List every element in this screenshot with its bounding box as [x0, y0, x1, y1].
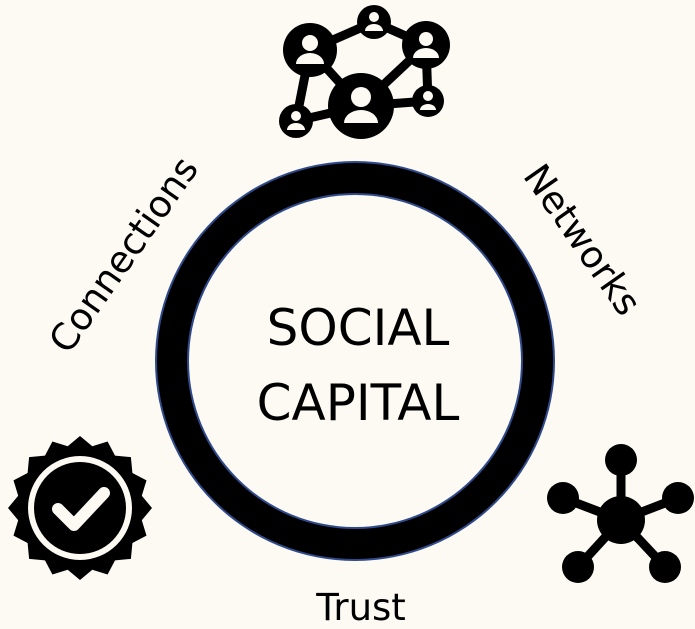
- people-network-icon: [279, 5, 450, 139]
- center-title-line2: CAPITAL: [257, 374, 460, 432]
- center-title-line1: SOCIAL: [267, 299, 450, 357]
- hub-network-icon: [547, 444, 694, 583]
- central-ring: [155, 161, 555, 561]
- trust-label: Trust: [315, 586, 406, 629]
- verified-badge-icon: [8, 436, 152, 580]
